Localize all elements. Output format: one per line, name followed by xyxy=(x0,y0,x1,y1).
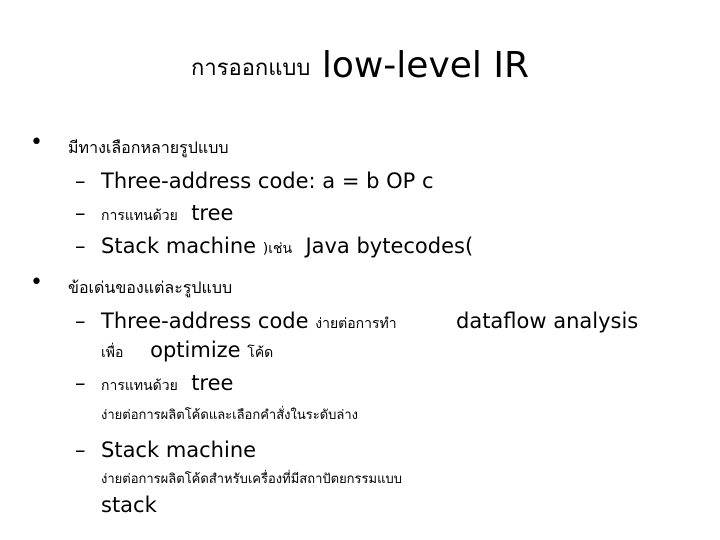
dash-marker: – xyxy=(75,438,86,462)
list-item-subtext: stack xyxy=(101,493,157,517)
bullet-dot: • xyxy=(30,130,43,155)
title-thai: การออกแบบ xyxy=(191,56,311,81)
list-item: –การแทนด้วย tree xyxy=(75,201,234,225)
dash-marker: – xyxy=(75,309,86,333)
list-item: –Stack machine xyxy=(75,438,257,462)
list-item: –Three-address code ง่ายต่อการทำ xyxy=(75,309,397,333)
list-item: –Stack machine )เช่น Java bytecodes( xyxy=(75,234,474,258)
bullet-2-text: ข้อเด่นของแต่ละรูปแบบ xyxy=(68,278,233,297)
dataflow-text: dataflow analysis xyxy=(456,309,639,333)
list-item-subtext: ง่ายต่อการผลิตโค้ดสำหรับเครื่องที่มีสถาป… xyxy=(101,472,402,487)
list-item: –Three-address code: a = b OP c xyxy=(75,169,434,193)
dash-marker: – xyxy=(75,234,86,258)
list-item-subtext: ง่ายต่อการผลิตโค้ดและเลือกคำสั่งในระดับล… xyxy=(101,408,359,423)
title-latin: low-level IR xyxy=(321,45,529,86)
list-item: –การแทนด้วย tree xyxy=(75,371,234,395)
bullet-1-text: มีทางเลือกหลายรูปแบบ xyxy=(68,138,229,157)
dash-marker: – xyxy=(75,169,86,193)
bullet-dot: • xyxy=(30,270,43,295)
dash-marker: – xyxy=(75,201,86,225)
list-item-continuation: เพื่อ optimize โค้ด xyxy=(101,338,274,362)
dash-marker: – xyxy=(75,371,86,395)
slide-title: การออกแบบ low-level IR xyxy=(0,44,720,91)
